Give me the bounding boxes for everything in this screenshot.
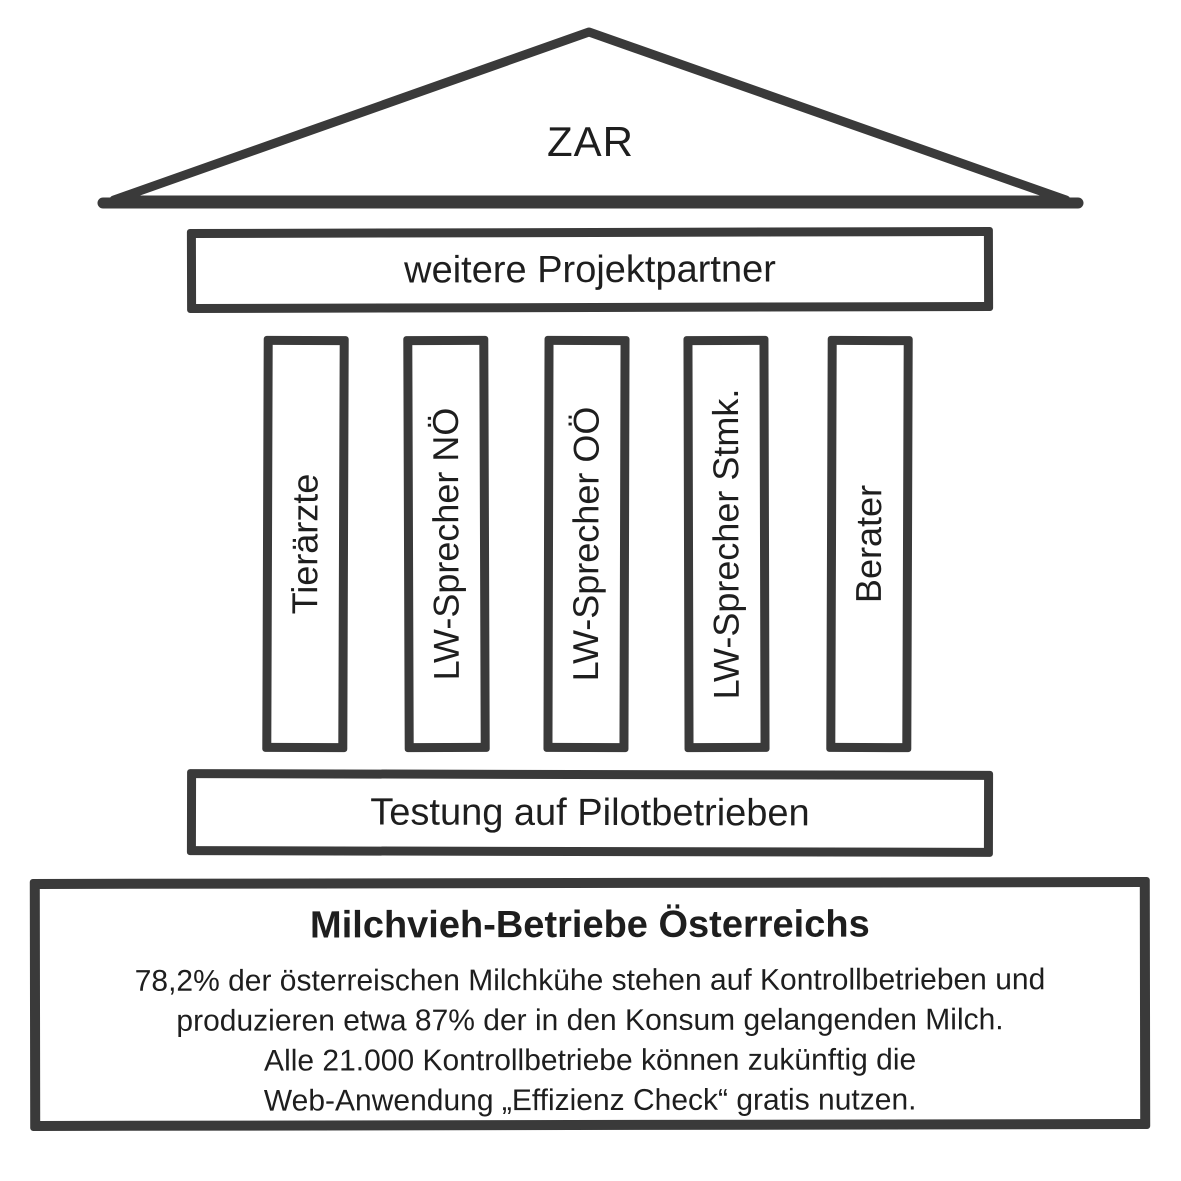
roof-triangle bbox=[109, 27, 1071, 205]
beam-projektpartner-label: weitere Projektpartner bbox=[404, 248, 776, 291]
base-title: Milchvieh-Betriebe Österreichs bbox=[309, 903, 870, 947]
pillar-lw-sprecher-stmk: LW-Sprecher Stmk. bbox=[683, 335, 770, 753]
pillar-lw-sprecher-noe: LW-Sprecher NÖ bbox=[403, 335, 490, 753]
beam-projektpartner: weitere Projektpartner bbox=[186, 226, 994, 314]
base-line-1: 78,2% der österreischen Milchkühe stehen… bbox=[134, 963, 1046, 998]
base-box: Milchvieh-Betriebe Österreichs 78,2% der… bbox=[29, 877, 1151, 1131]
pillar-tieraerzte: Tierärzte bbox=[262, 335, 349, 753]
pillar-lw-sprecher-ooe: LW-Sprecher OÖ bbox=[543, 335, 630, 753]
beam-testung-label: Testung auf Pilotbetrieben bbox=[370, 791, 810, 834]
pillar-lw-sprecher-noe-label: LW-Sprecher NÖ bbox=[425, 407, 467, 681]
roof-label: ZAR bbox=[547, 118, 634, 165]
pillar-lw-sprecher-stmk-label: LW-Sprecher Stmk. bbox=[705, 388, 747, 700]
base-line-3: Alle 21.000 Kontrollbetriebe können zukü… bbox=[264, 1043, 917, 1078]
beam-testung: Testung auf Pilotbetrieben bbox=[186, 769, 994, 857]
roof-shape bbox=[97, 27, 1084, 209]
base-line-2: produzieren etwa 87% der in den Konsum g… bbox=[176, 1003, 1004, 1038]
pillar-berater: Berater bbox=[826, 335, 913, 753]
base-paragraph: 78,2% der österreischen Milchkühe stehen… bbox=[40, 960, 1140, 1122]
pillar-berater-label: Berater bbox=[848, 484, 890, 604]
pillar-tieraerzte-label: Tierärzte bbox=[284, 473, 326, 615]
pillar-lw-sprecher-ooe-label: LW-Sprecher OÖ bbox=[565, 406, 607, 682]
base-line-4: Web-Anwendung „Effizienz Check“ gratis n… bbox=[263, 1083, 917, 1118]
